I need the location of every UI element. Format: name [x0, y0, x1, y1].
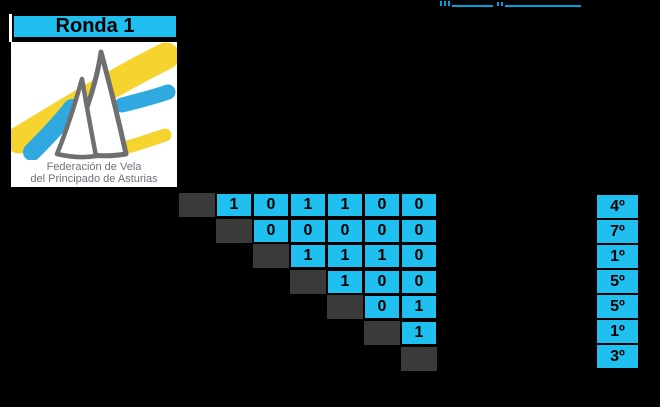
matrix-cell: 0: [364, 270, 400, 294]
matrix-cell: 1: [327, 193, 363, 217]
ranking-cell: 3º: [595, 343, 640, 370]
matrix-diagonal-cell: [364, 321, 400, 345]
top-link[interactable]: [438, 0, 583, 8]
link-underline-segment: [505, 5, 581, 7]
matrix-cell: 1: [364, 244, 400, 268]
matrix-cell: 1: [327, 270, 363, 294]
matrix-cell: 0: [401, 244, 437, 268]
matrix-cell: 0: [364, 219, 400, 243]
matrix-diagonal-cell: [327, 295, 363, 319]
federation-logo-card: Federación de Vela del Principado de Ast…: [11, 42, 177, 187]
matrix-cell: 0: [401, 270, 437, 294]
matrix-cell: 1: [401, 321, 437, 345]
matrix-cell: 0: [253, 219, 289, 243]
ranking-cell: 7º: [595, 218, 640, 245]
matrix-cell: 0: [253, 193, 289, 217]
ranking-cell: 1º: [595, 243, 640, 270]
round-banner: Ronda 1: [12, 14, 178, 39]
ranking-cell: 5º: [595, 293, 640, 320]
matrix-cell: 0: [327, 219, 363, 243]
matrix-cell: 1: [216, 193, 252, 217]
matrix-diagonal-cell: [253, 244, 289, 268]
matrix-cell: 0: [401, 219, 437, 243]
banner-white-edge: [9, 14, 12, 42]
matrix-cell: 0: [364, 193, 400, 217]
matrix-cell: 1: [290, 244, 326, 268]
matrix-diagonal-cell: [179, 193, 215, 217]
ranking-cell: 4º: [595, 193, 640, 220]
matrix-cell: 0: [401, 193, 437, 217]
link-text-fragment: [448, 1, 450, 6]
ranking-cell: 1º: [595, 318, 640, 345]
matrix-cell: 1: [290, 193, 326, 217]
matrix-cell: 1: [327, 244, 363, 268]
sailboats-icon: [11, 42, 177, 160]
matrix-cell: 1: [401, 295, 437, 319]
matrix-diagonal-cell: [401, 347, 437, 371]
logo-text-line2: del Principado de Asturias: [30, 173, 158, 185]
matrix-diagonal-cell: [290, 270, 326, 294]
ranking-cell: 5º: [595, 268, 640, 295]
round-banner-label: Ronda 1: [55, 15, 135, 37]
logo-text-line1: Federación de Vela: [46, 161, 142, 173]
matrix-cell: 0: [290, 219, 326, 243]
matrix-cell: 0: [364, 295, 400, 319]
link-text-fragment: [444, 1, 446, 6]
link-text-fragment: [497, 2, 499, 6]
link-underline-segment: [452, 5, 493, 7]
matrix-diagonal-cell: [216, 219, 252, 243]
link-text-fragment: [501, 2, 503, 6]
link-text-fragment: [440, 1, 442, 6]
